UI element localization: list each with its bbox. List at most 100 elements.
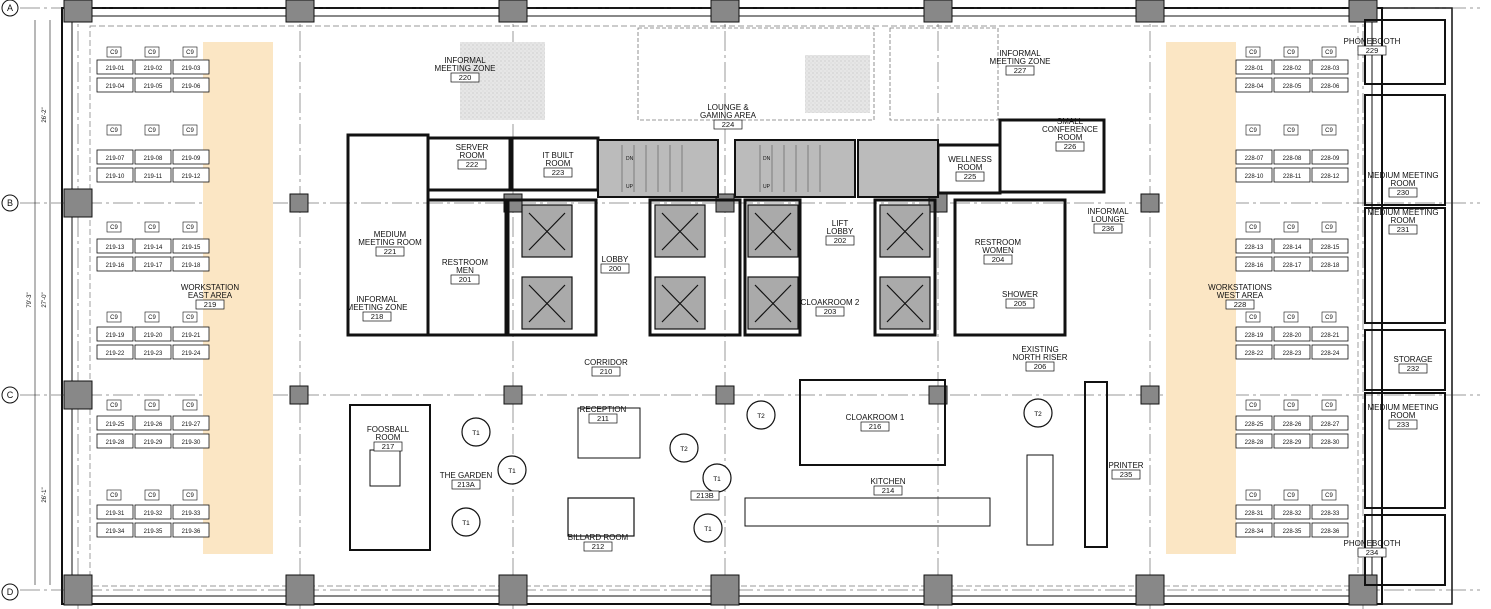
svg-text:T2: T2 xyxy=(680,446,688,453)
svg-text:219-16: 219-16 xyxy=(106,263,125,269)
svg-text:219-14: 219-14 xyxy=(144,245,163,251)
workstation-desk: 219-18 xyxy=(172,256,210,272)
workstation-desk: 228-08 xyxy=(1273,149,1311,165)
svg-text:C9: C9 xyxy=(148,315,156,321)
svg-text:219-25: 219-25 xyxy=(106,422,125,428)
svg-text:228-04: 228-04 xyxy=(1245,84,1264,90)
svg-text:SERVER: SERVER xyxy=(456,143,489,152)
chair: C9 xyxy=(144,489,160,501)
svg-text:C9: C9 xyxy=(110,493,118,499)
chair: C9 xyxy=(1245,489,1261,501)
workstation-desk: 228-33 xyxy=(1311,504,1349,520)
svg-text:C: C xyxy=(7,390,14,400)
svg-text:26'-1": 26'-1" xyxy=(42,487,48,502)
svg-text:ROOM: ROOM xyxy=(958,163,983,172)
svg-text:BILLARD ROOM: BILLARD ROOM xyxy=(568,533,629,542)
structural-columns xyxy=(63,0,1378,606)
svg-text:228-20: 228-20 xyxy=(1283,333,1302,339)
svg-text:218: 218 xyxy=(371,312,384,321)
workstation-desk: 228-17 xyxy=(1273,256,1311,272)
svg-text:INFORMAL: INFORMAL xyxy=(1087,207,1129,216)
svg-text:C9: C9 xyxy=(110,128,118,134)
kitchen-counter xyxy=(744,497,991,527)
svg-text:219-12: 219-12 xyxy=(182,174,201,180)
svg-text:MEDIUM MEETING: MEDIUM MEETING xyxy=(1367,171,1438,180)
svg-text:219-05: 219-05 xyxy=(144,84,163,90)
workstation-desk: 219-21 xyxy=(172,326,210,342)
svg-text:219-13: 219-13 xyxy=(106,245,125,251)
chair: C9 xyxy=(1321,489,1337,501)
svg-text:212: 212 xyxy=(592,542,605,551)
svg-text:C9: C9 xyxy=(148,493,156,499)
chair: C9 xyxy=(1321,124,1337,136)
svg-text:C9: C9 xyxy=(110,225,118,231)
svg-text:WOMEN: WOMEN xyxy=(982,246,1014,255)
workstation-desk: 219-03 xyxy=(172,59,210,75)
workstation-desk: 219-19 xyxy=(96,326,134,342)
svg-text:228-25: 228-25 xyxy=(1245,422,1264,428)
workstation-desk: 219-32 xyxy=(134,504,172,520)
svg-text:228-21: 228-21 xyxy=(1321,333,1340,339)
room-label-213b: 213B xyxy=(690,490,720,501)
workstation-desk: 219-09 xyxy=(172,149,210,165)
workstation-desk: 219-15 xyxy=(172,238,210,254)
chair: C9 xyxy=(1283,311,1299,323)
svg-text:200: 200 xyxy=(609,264,622,273)
svg-text:228-23: 228-23 xyxy=(1283,351,1302,357)
workstation-desk: 219-24 xyxy=(172,344,210,360)
svg-text:228-12: 228-12 xyxy=(1321,174,1340,180)
workstation-desk: 219-27 xyxy=(172,415,210,431)
svg-text:ROOM: ROOM xyxy=(376,433,401,442)
workstation-desk: 219-11 xyxy=(134,167,172,183)
svg-text:DN: DN xyxy=(626,156,634,162)
svg-text:228-10: 228-10 xyxy=(1245,174,1264,180)
svg-text:201: 201 xyxy=(459,275,472,284)
svg-text:STORAGE: STORAGE xyxy=(1394,355,1433,364)
chair: C9 xyxy=(1321,221,1337,233)
chair: C9 xyxy=(182,124,198,136)
workstation-desk: 219-06 xyxy=(172,77,210,93)
workstation-desk: 228-35 xyxy=(1273,522,1311,538)
workstation-desk: 228-24 xyxy=(1311,344,1349,360)
chair: C9 xyxy=(1283,399,1299,411)
svg-text:LOUNGE &: LOUNGE & xyxy=(707,103,749,112)
chair: C9 xyxy=(1283,221,1299,233)
svg-text:C9: C9 xyxy=(1325,403,1333,409)
workstation-desk: 219-17 xyxy=(134,256,172,272)
svg-text:C9: C9 xyxy=(1249,50,1257,56)
svg-text:KITCHEN: KITCHEN xyxy=(870,477,905,486)
workstation-desk: 219-20 xyxy=(134,326,172,342)
svg-text:219-31: 219-31 xyxy=(106,511,125,517)
chair: C9 xyxy=(1321,311,1337,323)
svg-text:219-15: 219-15 xyxy=(182,245,201,251)
svg-text:226: 226 xyxy=(1064,142,1077,151)
workstation-desk: 228-29 xyxy=(1273,433,1311,449)
svg-text:214: 214 xyxy=(882,486,895,495)
workstation-desk: 219-31 xyxy=(96,504,134,520)
svg-text:C9: C9 xyxy=(186,403,194,409)
svg-text:CLOAKROOM 2: CLOAKROOM 2 xyxy=(801,298,860,307)
svg-text:ROOM: ROOM xyxy=(1391,179,1416,188)
svg-text:C9: C9 xyxy=(148,128,156,134)
svg-text:219-20: 219-20 xyxy=(144,333,163,339)
svg-text:228-24: 228-24 xyxy=(1321,351,1340,357)
svg-text:217: 217 xyxy=(382,442,395,451)
svg-text:211: 211 xyxy=(597,414,609,423)
svg-text:219-03: 219-03 xyxy=(182,66,201,72)
svg-text:ROOM: ROOM xyxy=(1058,133,1083,142)
east-storage-band xyxy=(203,42,273,554)
svg-text:CORRIDOR: CORRIDOR xyxy=(584,358,628,367)
svg-text:219-36: 219-36 xyxy=(182,529,201,535)
svg-text:228-30: 228-30 xyxy=(1321,440,1340,446)
svg-text:219-23: 219-23 xyxy=(144,351,163,357)
